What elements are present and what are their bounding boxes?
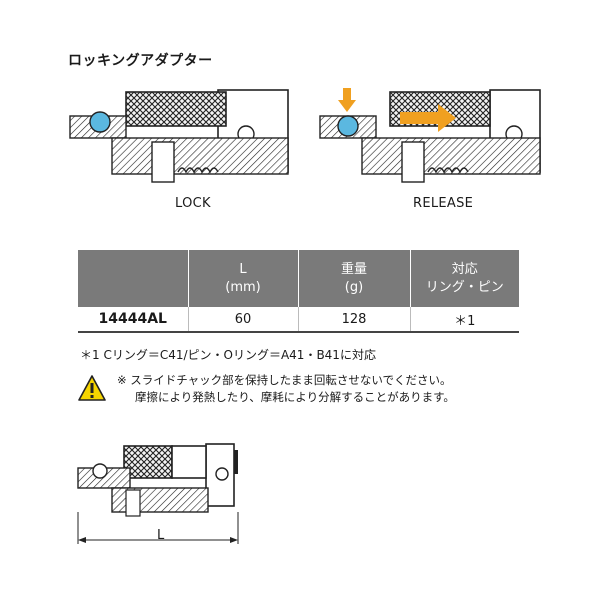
model-cell: 14444AL (78, 307, 188, 333)
spring (427, 167, 469, 174)
dimension-diagram (77, 443, 239, 544)
lock-diagram (69, 89, 289, 183)
drive-end (232, 450, 238, 474)
lock-caption: LOCK (175, 196, 211, 211)
knurled-sleeve (125, 91, 227, 127)
spec-table: L(mm) 重量(g) 対応リング・ピン 14444AL 60 128 ＊1 (78, 250, 519, 333)
spring (177, 167, 219, 174)
detent-pin (125, 489, 141, 517)
ball (92, 463, 108, 479)
header-cell-compat: 対応リング・ピン (409, 250, 519, 307)
compat-cell: ＊1 (409, 307, 519, 333)
arrow-right-icon (400, 104, 456, 132)
footnote: ＊1 Cリング＝C41/ピン・Oリング＝A41・B41に対応 (80, 348, 376, 362)
header-cell-weight: 重量(g) (297, 250, 410, 307)
release-diagram (319, 88, 541, 183)
pin-hole (215, 467, 229, 481)
table-row: 14444AL 60 128 ＊1 (78, 307, 519, 333)
dimension-label: L (157, 528, 165, 543)
arrow-down-icon (338, 88, 356, 112)
length-cell: 60 (187, 307, 298, 333)
collar (171, 445, 207, 479)
warning-text: ※ スライドチャック部を保持したまま回転させないでください。 摩擦により発熱した… (117, 372, 455, 406)
knurled-sleeve (123, 445, 173, 479)
lock-ball (89, 111, 111, 133)
inner-body (111, 137, 289, 175)
warning-line-1: ※ スライドチャック部を保持したまま回転させないでください。 (117, 373, 452, 387)
release-caption: RELEASE (413, 196, 474, 211)
warning-icon (78, 375, 106, 401)
warning-line-2: 摩擦により発熱したり、摩耗により分解することがあります。 (135, 390, 455, 404)
inner-body (361, 137, 541, 175)
header-cell-length: L(mm) (187, 250, 298, 307)
table-header-row: L(mm) 重量(g) 対応リング・ピン (78, 250, 519, 307)
detent-pin (401, 141, 425, 183)
page-title: ロッキングアダプター (68, 53, 213, 69)
release-ball (337, 115, 359, 137)
header-cell (78, 250, 188, 307)
detent-pin (151, 141, 175, 183)
weight-cell: 128 (297, 307, 410, 333)
